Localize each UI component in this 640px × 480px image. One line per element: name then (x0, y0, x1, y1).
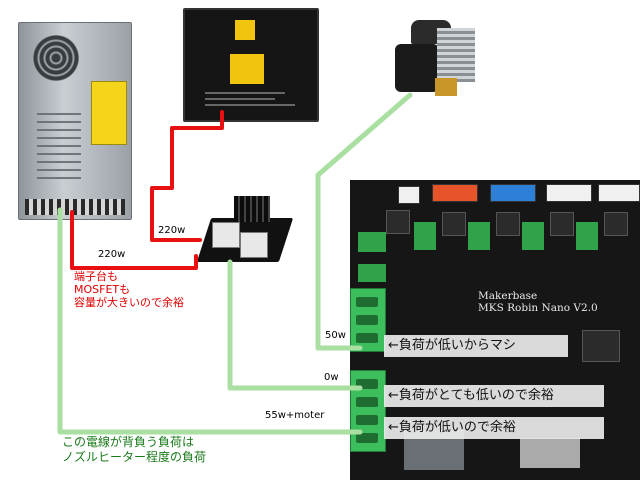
sd-slot (520, 438, 580, 468)
print-text-line (205, 98, 275, 100)
psu-label-sticker (91, 81, 127, 145)
label-220w-psu: 220w (98, 249, 126, 260)
heater-block (435, 78, 457, 96)
green-note-line: ノズルヒーター程度の負荷 (62, 450, 207, 464)
board-connector (358, 232, 386, 252)
mosfet-terminal (240, 232, 268, 258)
label-220w-bed: 220w (158, 225, 186, 236)
mosfet-heatsink (234, 196, 270, 222)
board-header (398, 186, 420, 204)
red-wire-bed (150, 110, 224, 242)
label-55w-motor: 55w+moter (265, 410, 325, 421)
green-wire-hotend (315, 92, 413, 351)
capacitor (496, 212, 520, 236)
mosfet-terminal (212, 222, 240, 248)
board-connector (358, 264, 386, 282)
board-model-line: MKS Robin Nano V2.0 (478, 302, 598, 314)
banner-low-load-ok: ←負荷が低いからマシ (384, 335, 568, 357)
main-power-terminal (350, 370, 386, 452)
capacitor (386, 210, 410, 234)
board-header (432, 184, 478, 202)
hotend-image (393, 6, 495, 110)
psu-terminal-block (25, 199, 125, 215)
driver-header (576, 222, 598, 250)
mosfet-module-image (196, 192, 294, 268)
driver-header (468, 222, 490, 250)
banner-very-low-load: ←負荷がとても低いので余裕 (384, 385, 604, 407)
hotend-power-terminal (350, 288, 386, 352)
green-wire-psu (57, 207, 363, 435)
green-note: この電線が背負う負荷は ノズルヒーター程度の負荷 (62, 435, 206, 465)
red-note: 端子台も MOSFETも 容量が大きいので余裕 (74, 270, 184, 309)
heat-bed-image (183, 8, 319, 122)
board-brand-text: Makerbase MKS Robin Nano V2.0 (478, 290, 598, 314)
red-note-line: 容量が大きいので余裕 (74, 296, 184, 309)
red-note-line: MOSFETも (74, 283, 131, 296)
warning-sticker (235, 20, 255, 40)
red-wire-psu (70, 210, 198, 270)
capacitor (442, 212, 466, 236)
red-note-line: 端子台も (74, 270, 118, 283)
board-brand-line: Makerbase (478, 290, 538, 302)
board-header (490, 184, 536, 202)
fan-grille (33, 35, 79, 81)
green-wire-mosfet (227, 259, 363, 391)
board-header (546, 184, 592, 202)
banner-low-load: ←負荷が低いので余裕 (384, 417, 604, 439)
mcu-chip (582, 330, 620, 362)
power-supply-image (18, 22, 132, 220)
label-50w: 50w (325, 330, 346, 341)
hotend-fan (395, 44, 439, 92)
thermistor-tape (230, 54, 264, 84)
capacitor (550, 212, 574, 236)
vents (37, 109, 81, 179)
driver-header (522, 222, 544, 250)
print-text-line (205, 104, 295, 106)
capacitor (604, 212, 628, 236)
green-note-line: この電線が背負う負荷は (62, 435, 195, 449)
driver-header (414, 222, 436, 250)
print-text-line (205, 92, 285, 94)
hotend-heatsink (437, 28, 475, 82)
label-0w: 0w (324, 372, 339, 383)
